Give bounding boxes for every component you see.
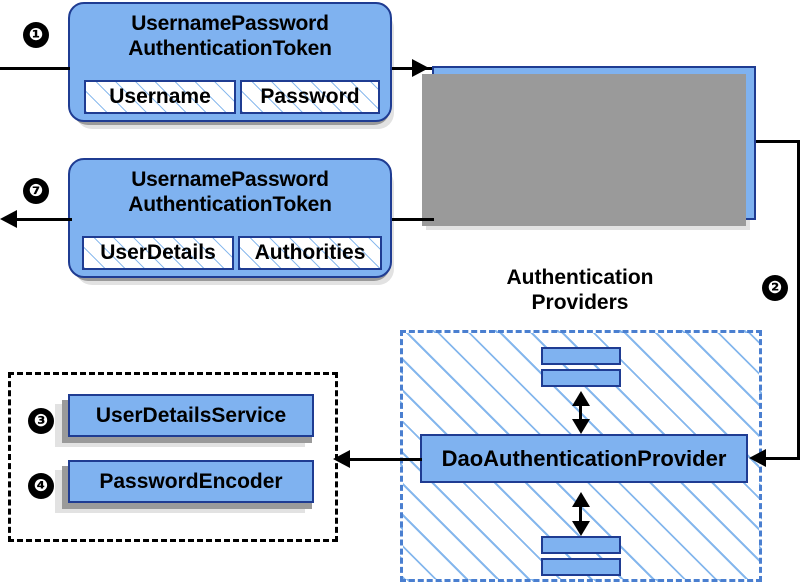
authentication-providers-heading: Authentication Providers [468, 266, 692, 316]
provider-chain-arrow-down-bottom [572, 521, 590, 536]
response-authentication-token: UsernamePassword AuthenticationToken Use… [68, 158, 392, 278]
step-badge-1: ❶ [23, 22, 49, 48]
manager-to-response-token-line [392, 218, 434, 221]
request-token-field-username: Username [84, 80, 236, 114]
dao-authentication-provider-label: DaoAuthenticationProvider [441, 445, 727, 471]
request-authentication-token: UsernamePassword AuthenticationToken Use… [68, 2, 392, 122]
response-token-title-line2: AuthenticationToken [128, 192, 332, 216]
dao-authentication-provider: DaoAuthenticationProvider [420, 434, 748, 483]
request-token-title-line2: AuthenticationToken [128, 36, 332, 60]
userdetailsservice-label: UserDetailsService [95, 403, 287, 427]
passwordencoder-node: PasswordEncoder [68, 460, 314, 503]
manager-to-provider-arrowhead [749, 449, 766, 467]
token-to-manager-arrowhead [412, 59, 429, 77]
provider-chain-arrow-shaft-top [579, 398, 582, 424]
manager-to-provider-line-bottom [765, 457, 800, 460]
request-token-title-line1: UsernamePassword [131, 12, 329, 35]
response-token-field-userdetails-label: UserDetails [100, 241, 216, 264]
request-token-field-password: Password [240, 80, 380, 114]
outbound-response-arrowhead [0, 210, 17, 228]
provider-to-services-arrowhead [333, 450, 350, 468]
other-provider-bar-top-2 [541, 369, 621, 387]
response-token-field-userdetails: UserDetails [82, 236, 234, 270]
step-badge-5: ❼ [23, 178, 49, 204]
step-badge-4: ❹ [28, 473, 54, 499]
authentication-providers-heading-line2: Providers [531, 290, 629, 314]
provider-to-services-line [350, 458, 422, 461]
request-token-field-username-label: Username [109, 85, 211, 108]
passwordencoder-label: PasswordEncoder [99, 469, 283, 493]
step-badge-2: ❷ [762, 275, 788, 301]
userdetailsservice-node: UserDetailsService [68, 394, 314, 437]
manager-to-provider-line-vertical [797, 140, 800, 459]
authentication-manager-shadow-inner [422, 74, 746, 226]
provider-chain-arrow-down-top [572, 419, 590, 434]
provider-chain-arrow-shaft-bottom [579, 499, 582, 526]
manager-to-provider-line-top [756, 140, 800, 143]
inbound-request-line [0, 67, 70, 70]
response-token-title-line1: UsernamePassword [131, 168, 329, 191]
response-token-field-authorities-label: Authorities [254, 241, 366, 264]
request-token-title: UsernamePassword AuthenticationToken [70, 12, 390, 61]
outbound-response-line [17, 218, 72, 221]
authentication-providers-heading-line1: Authentication [506, 266, 654, 289]
other-provider-bar-top-1 [541, 347, 621, 365]
other-provider-bar-bottom-2 [541, 558, 621, 576]
request-token-field-password-label: Password [260, 85, 360, 108]
provider-chain-arrow-up-bottom [572, 492, 590, 507]
other-provider-bar-bottom-1 [541, 536, 621, 554]
step-badge-3: ❸ [28, 408, 54, 434]
response-token-title: UsernamePassword AuthenticationToken [70, 168, 390, 217]
response-token-field-authorities: Authorities [238, 236, 382, 270]
provider-chain-arrow-up-top [572, 391, 590, 406]
